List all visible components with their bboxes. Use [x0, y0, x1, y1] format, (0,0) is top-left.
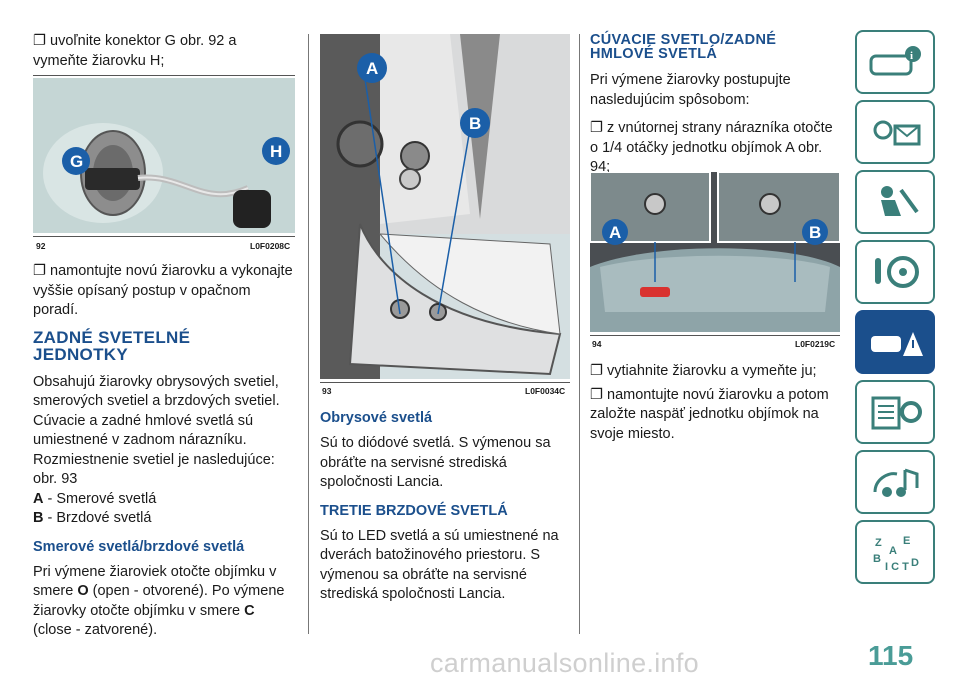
item-unplug: ❐ uvoľnite konektor G obr. 92 a vymeňte … — [33, 33, 237, 69]
figure-93-number: 93 — [322, 386, 332, 396]
label-a-badge-94 — [602, 219, 628, 245]
multimedia-icon — [873, 468, 919, 497]
para-turn-part1: Pri výmene žiaroviek otočte objímku v sm… — [33, 563, 277, 600]
sidebar-item-seat-safety[interactable] — [855, 170, 935, 234]
svg-text:E: E — [903, 535, 910, 547]
heading-third-brake: TRETIE BRZDOVÉ SVETLÁ — [320, 502, 508, 519]
para-turn-brake: Pri výmene žiaroviek otočte objímku v sm… — [33, 563, 295, 641]
figure-94-number: 94 — [592, 339, 602, 349]
car-info-icon: i — [869, 46, 921, 76]
sidebar-item-car-info[interactable]: i — [855, 30, 935, 94]
legend-b-key: B — [33, 510, 44, 526]
sidebar-item-warning-lights[interactable] — [855, 100, 935, 164]
sidebar-item-maintenance[interactable] — [855, 380, 935, 444]
column-right: CÚVACIE SVETLO/ZADNÉ HMLOVÉ SVETLÁ Pri v… — [590, 33, 840, 178]
figure-93-code: L0F0034C — [525, 386, 566, 396]
svg-text:Z: Z — [875, 537, 882, 549]
column-right-body: ❐ vytiahnite žiarovku a vymeňte ju; ❐ na… — [590, 362, 840, 444]
para-outline-lights: Sú to diódové svetlá. S výmenou sa obráť… — [320, 435, 551, 490]
para-reverse-fog: Pri výmene žiarovky postupujte nasledujú… — [590, 72, 791, 108]
figure-92-number: 92 — [36, 241, 46, 251]
figure-94: A B — [590, 172, 840, 332]
figure-top-rule — [33, 75, 295, 76]
label-h: H — [270, 142, 282, 161]
para-third-brake: Sú to LED svetlá a sú umiestnené na dver… — [320, 527, 559, 603]
label-a-94: A — [609, 223, 621, 242]
figure-92-illustration: G H — [43, 123, 290, 228]
sidebar-item-emergency[interactable] — [855, 310, 935, 374]
svg-text:i: i — [910, 50, 913, 62]
para-turn-o: O — [77, 583, 89, 599]
para-rear-lights: Obsahujú žiarovky obrysových svetiel, sm… — [33, 373, 280, 488]
page-number: 115 — [868, 640, 914, 671]
column-divider-1 — [308, 34, 309, 634]
maintenance-icon — [871, 396, 922, 430]
para-turn-part2: (open - otvorené). Po výmene žiarovky ot… — [33, 583, 285, 619]
figure-93-illustration: A B — [320, 34, 570, 379]
heading-reverse-fog: CÚVACIE SVETLO/ZADNÉ HMLOVÉ SVETLÁ — [590, 32, 777, 62]
label-g: G — [70, 152, 83, 171]
sidebar-item-multimedia[interactable] — [855, 450, 935, 514]
legend-b-text: - Brzdové svetlá — [43, 510, 152, 526]
legend-b: B - Brzdové svetlá — [33, 509, 295, 529]
label-b-badge — [460, 108, 490, 138]
figure-bottom-rule — [33, 236, 295, 237]
label-h-badge — [262, 137, 290, 165]
svg-text:B: B — [873, 553, 881, 565]
label-a-badge — [357, 53, 387, 83]
column-middle-body: Obrysové svetlá Sú to diódové svetlá. S … — [320, 410, 570, 605]
heading-turn-brake: Smerové svetlá/brzdové svetlá — [33, 538, 245, 555]
figure-94-rule — [590, 335, 840, 336]
legend-a-key: A — [33, 490, 44, 507]
heading-rear-lights: ZADNÉ SVETELNÉ JEDNOTKY — [33, 327, 191, 364]
watermark: carmanualsonline.info — [430, 648, 699, 678]
sidebar-item-steering[interactable] — [855, 240, 935, 304]
steering-wheel-icon — [875, 256, 919, 288]
figure-92: G H — [33, 78, 295, 233]
column-divider-2 — [579, 34, 580, 634]
warning-lights-icon — [873, 120, 921, 146]
label-b: B — [469, 114, 481, 133]
seat-safety-icon — [881, 186, 919, 216]
figure-94-code: L0F0219C — [795, 339, 836, 349]
figure-94-illustration: A B — [590, 172, 840, 332]
svg-text:A: A — [889, 545, 897, 557]
legend-a-text: - Smerové svetlá — [43, 490, 157, 507]
item-refit: ❐ namontujte novú žiarovku a potom založ… — [590, 386, 829, 442]
figure-92-code: L0F0208C — [250, 241, 291, 251]
heading-outline-lights: Obrysové svetlá — [320, 410, 433, 426]
item-mount: ❐ namontujte novú žiarovku a vykonajte v… — [33, 263, 293, 318]
item-pull-bulb: ❐ vytiahnite žiarovku a vymeňte ju; — [590, 363, 817, 379]
label-b-badge-94 — [802, 219, 828, 245]
item-turn-holder: ❐ z vnútornej strany nárazníka otočte o … — [590, 120, 833, 175]
para-turn-part3: (close - zatvorené). — [33, 622, 158, 638]
label-a: A — [366, 59, 378, 78]
svg-text:D: D — [911, 557, 919, 569]
figure-93-rule — [320, 382, 570, 383]
column-left-body: ❐ namontujte novú žiarovku a vykonajte v… — [33, 262, 295, 641]
svg-text:I C T: I C T — [885, 561, 909, 572]
label-g-badge — [62, 147, 90, 175]
label-b-94: B — [809, 223, 821, 242]
para-turn-c: C — [244, 602, 255, 619]
car-emergency-icon — [871, 332, 923, 356]
figure-93: A B — [320, 34, 570, 379]
legend-a: A - Smerové svetlá — [33, 490, 295, 510]
